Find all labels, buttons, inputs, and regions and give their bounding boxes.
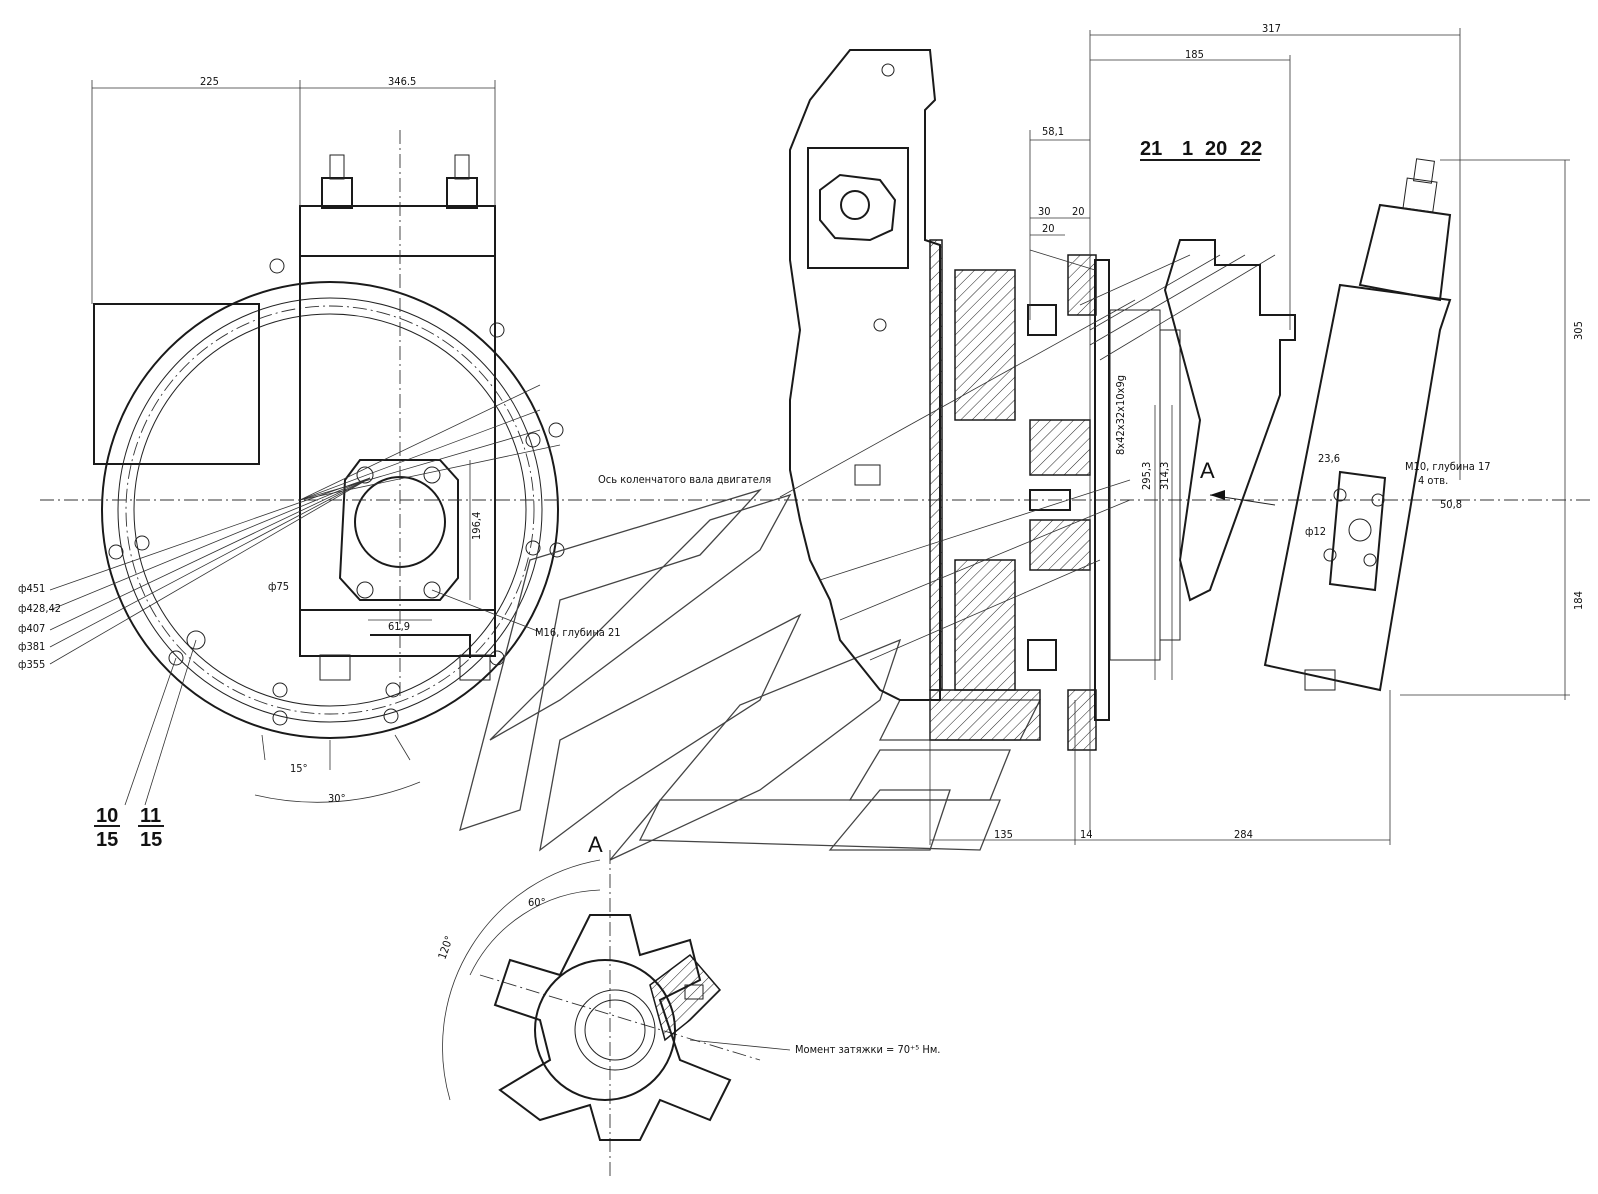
right-drive-unit (1163, 158, 1452, 692)
pos-20: 20 (1205, 138, 1227, 160)
position-labels: 21 1 20 22 10 15 11 15 А А (94, 138, 1262, 857)
pos-11: 11 (140, 805, 161, 827)
dim-m16: М16, глубина 21 (535, 626, 621, 639)
dim-ang15: 15° (290, 762, 308, 775)
dim-d451: ф451 (18, 582, 45, 595)
axis-label: Ось коленчатого вала двигателя (598, 473, 771, 486)
dim-ang120: 120° (436, 934, 456, 961)
dim-d12: ф12 (1305, 525, 1326, 538)
dim-m10: М10, глубина 17 (1405, 460, 1491, 473)
section-a-a (442, 850, 791, 1180)
pos-10: 10 (96, 805, 118, 827)
dimension-labels: 225 346.5 ф451 ф428,42 ф407 ф381 ф355 ф7… (18, 22, 1585, 1056)
dim-d355: ф355 (18, 658, 45, 671)
torque-note: Момент затяжки = 70⁺⁵ Нм. (795, 1043, 940, 1056)
dim-295: 295,3 (1140, 462, 1153, 490)
dim-ang30: 30° (328, 792, 346, 805)
left-view-pump-body (93, 154, 496, 681)
dim-d407: ф407 (18, 622, 45, 635)
pos-22: 22 (1240, 138, 1262, 160)
center-section-view (789, 49, 1181, 751)
dim-ang60: 60° (528, 896, 546, 909)
left-view-flange (101, 258, 565, 739)
dim-20a: 20 (1072, 205, 1085, 218)
left-view-dimensions (40, 80, 1590, 803)
dim-d75: ф75 (268, 580, 289, 593)
dim-20b: 20 (1042, 222, 1055, 235)
pos-1: 1 (1182, 138, 1193, 160)
dim-spline: 8х42х32х10х9g (1114, 375, 1127, 455)
pos-15-a: 15 (96, 829, 118, 851)
dim-284: 284 (1234, 828, 1253, 841)
dim-23-6: 23,6 (1318, 452, 1340, 465)
pos-15-b: 15 (140, 829, 162, 851)
dim-225: 225 (200, 75, 219, 88)
dim-d428: ф428,42 (18, 602, 61, 615)
center-dimensions (779, 28, 1570, 845)
diameter-leaders (49, 384, 561, 806)
dim-58: 58,1 (1042, 125, 1064, 138)
dim-135: 135 (994, 828, 1013, 841)
watermark-graphic (459, 488, 1042, 861)
pos-21: 21 (1140, 138, 1162, 160)
dim-61: 61,9 (388, 620, 410, 633)
dim-317: 317 (1262, 22, 1281, 35)
dim-30: 30 (1038, 205, 1051, 218)
dim-holes: 4 отв. (1418, 474, 1448, 487)
section-label-bottom: А (588, 832, 603, 857)
dim-184: 184 (1572, 591, 1585, 610)
dim-314: 314,3 (1158, 462, 1171, 490)
dim-50-8: 50,8 (1440, 498, 1462, 511)
dim-346: 346.5 (388, 75, 416, 88)
dim-305: 305 (1572, 321, 1585, 340)
dim-185: 185 (1185, 48, 1204, 61)
dim-d381: ф381 (18, 640, 45, 653)
dim-14: 14 (1080, 828, 1093, 841)
dim-196: 196,4 (470, 512, 483, 540)
section-label-top: А (1200, 458, 1215, 483)
